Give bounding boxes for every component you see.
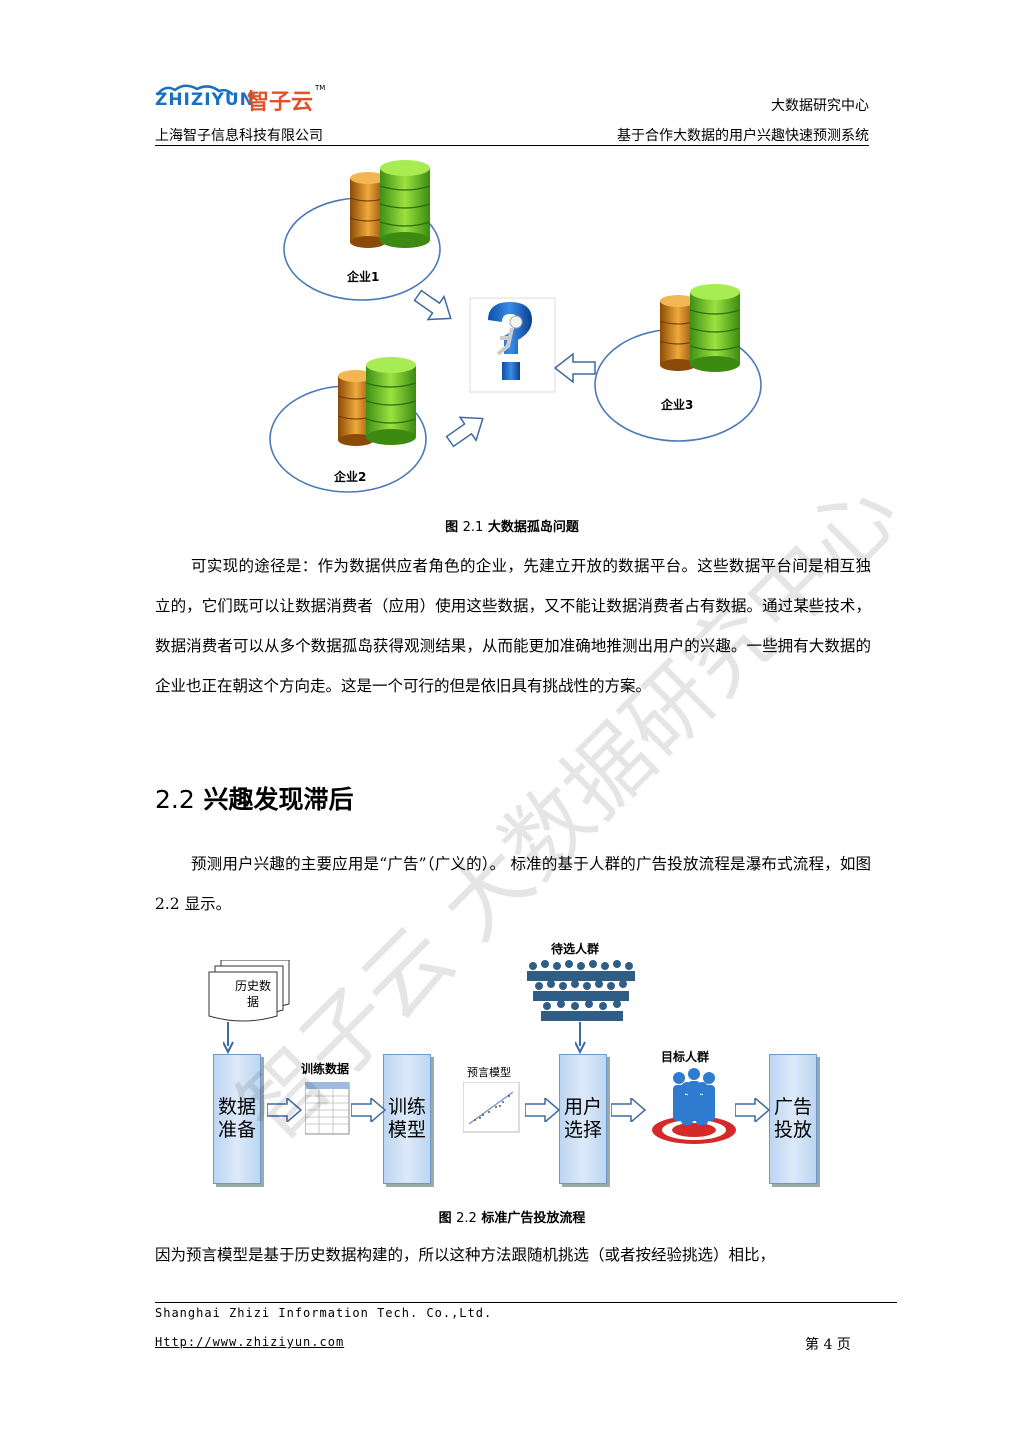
arrow-right-1 (267, 1098, 303, 1122)
document-stack-icon (208, 960, 290, 1022)
caption-number: 2.1 (462, 520, 484, 535)
caption-prefix: 图 (438, 1211, 452, 1226)
candidates-label: 待选人群 (551, 942, 600, 956)
model-chart-icon (463, 1082, 520, 1133)
header-right-top: 大数据研究中心 (771, 98, 869, 114)
footer-rule (155, 1302, 897, 1303)
target-crowd-label: 目标人群 (661, 1050, 710, 1064)
arrow-right-4 (611, 1098, 647, 1122)
cloud-icon (155, 84, 234, 96)
arrow-right-2 (351, 1098, 387, 1122)
logo-text-en: ZHIZIYUN (155, 90, 255, 110)
arrow-right-5 (735, 1098, 771, 1122)
trademark: TM (315, 84, 326, 92)
box-data-prep: 数据准备 (213, 1054, 261, 1184)
arrow-down-2 (575, 1022, 586, 1054)
crowd-icon (527, 960, 635, 1021)
box-ad-delivery: 广告投放 (769, 1054, 817, 1184)
footer-company: Shanghai Zhizi Information Tech. Co.,Ltd… (155, 1306, 493, 1320)
target-people-icon (652, 1068, 736, 1144)
logo: ZHIZIYUN 智子云 TM (155, 82, 326, 115)
arrow-down-1 (223, 1022, 234, 1054)
header-rule (155, 145, 869, 146)
arrow-right-3 (525, 1098, 561, 1122)
header-left: 上海智子信息科技有限公司 (155, 128, 323, 144)
caption-text: 大数据孤岛问题 (487, 520, 579, 535)
footer-url-link[interactable]: Http://www.zhiziyun.com (155, 1335, 345, 1349)
history-data-label: 历史数据 (234, 979, 271, 1009)
section-title: 兴趣发现滞后 (203, 785, 354, 814)
table-icon (305, 1082, 350, 1135)
figure-ad-flow: 历史数据 待选人群 目标人群 训练数据 预言模型 数据准备 训练模型 用户选择 … (155, 930, 835, 1190)
paragraph-1: 可实现的途径是：作为数据供应者角色的企业，先建立开放的数据平台。这些数据平台间是… (155, 557, 871, 695)
caption-number: 2.2 (456, 1211, 477, 1226)
box-train-model: 训练模型 (383, 1054, 431, 1184)
section-heading: 2.2 兴趣发现滞后 (155, 780, 354, 816)
box-user-select: 用户选择 (559, 1054, 607, 1184)
caption-prefix: 图 (445, 520, 459, 535)
figure-1-caption: 图 2.1 大数据孤岛问题 (0, 516, 1024, 535)
section-number: 2.2 (155, 785, 195, 814)
model-label: 预言模型 (467, 1066, 511, 1079)
figure-data-islands (269, 159, 762, 493)
paragraph-3: 因为预言模型是基于历史数据构建的，所以这种方法跟随机挑选（或者按经验挑选）相比， (155, 1246, 776, 1264)
label-enterprise-2: 企业2 (334, 470, 367, 484)
training-data-label: 训练数据 (301, 1062, 350, 1076)
figure-2-caption: 图 2.2 标准广告投放流程 (0, 1207, 1024, 1226)
label-enterprise-1: 企业1 (347, 270, 380, 284)
page-number: 第 4 页 (805, 1337, 851, 1353)
header-right: 基于合作大数据的用户兴趣快速预测系统 (617, 128, 869, 144)
label-enterprise-3: 企业3 (661, 398, 694, 412)
paragraph-2: 预测用户兴趣的主要应用是“广告”（广义的）。 标准的基于人群的广告投放流程是瀑布… (155, 855, 871, 913)
caption-text: 标准广告投放流程 (481, 1211, 586, 1226)
logo-text-cn: 智子云 (247, 90, 314, 115)
